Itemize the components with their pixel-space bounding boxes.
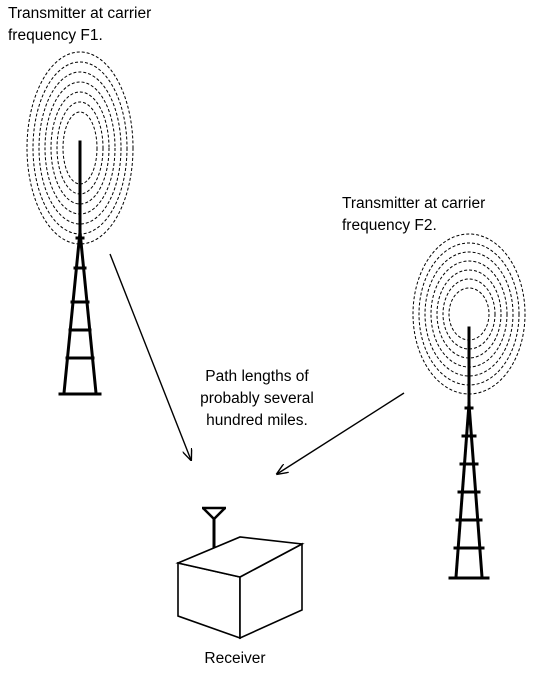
receiver-label: Receiver [180,648,290,670]
signal-path-arrow-f2 [277,392,405,474]
transmitter-1-caption-line1: Transmitter at carrier [8,5,152,22]
transmitter-2-caption-line2: frequency F2. [342,217,437,234]
transmitter-2-caption: Transmitter at carrier frequency F2. [342,193,485,237]
transmitter-2-tower [448,326,490,580]
signal-path-arrow-f1 [109,253,191,460]
path-length-note-line1: Path lengths of [205,368,309,385]
transmitter-2-caption-line1: Transmitter at carrier [342,195,486,212]
transmitter-1-caption-line2: frequency F1. [8,27,103,44]
receiver-label-text: Receiver [204,650,266,667]
receiver-antenna [202,506,226,556]
transmitter-1-caption: Transmitter at carrier frequency F1. [8,3,151,47]
path-length-note: Path lengths of probably several hundred… [182,366,332,432]
receiver-box [175,536,305,640]
path-length-note-line2: probably several [200,390,314,407]
transmitter-1-tower [58,140,102,396]
path-length-note-line3: hundred miles. [206,412,308,429]
